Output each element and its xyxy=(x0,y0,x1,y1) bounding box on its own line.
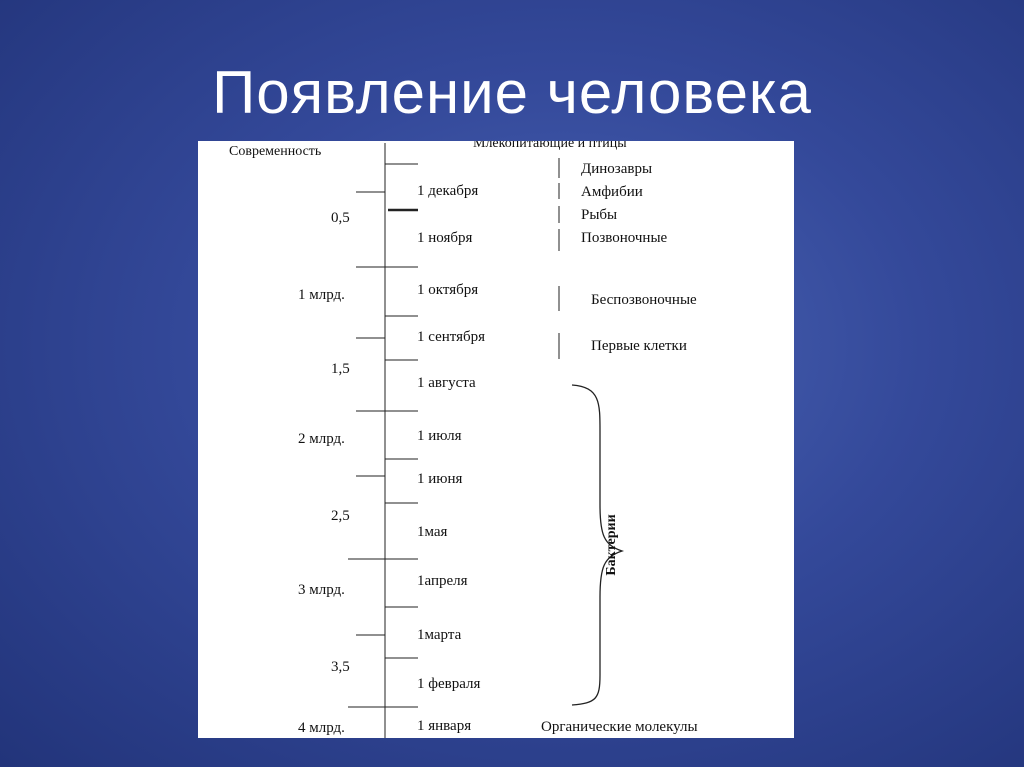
life-form-label: Млекопитающие и птицы xyxy=(473,141,627,151)
month-label: 1 июля xyxy=(417,428,462,444)
month-label: 1апреля xyxy=(417,573,468,589)
month-label: 1 декабря xyxy=(417,183,479,199)
billion-label: 1 млрд. xyxy=(298,287,345,303)
life-form-label: Динозавры xyxy=(581,161,653,177)
billion-label: 4 млрд. xyxy=(298,720,345,736)
life-form-label: Рыбы xyxy=(581,207,618,223)
month-label: 1 августа xyxy=(417,375,476,391)
present-label: Современность xyxy=(229,144,322,159)
billion-label: 1,5 xyxy=(331,361,350,377)
life-form-label: Органические молекулы xyxy=(541,719,698,735)
billion-label: 0,5 xyxy=(331,210,350,226)
timeline-lines xyxy=(348,143,625,738)
life-form-label: Первые клетки xyxy=(591,338,687,354)
billion-label: 2 млрд. xyxy=(298,431,345,447)
month-label: 1марта xyxy=(417,627,462,643)
month-label: 1 сентября xyxy=(417,329,486,345)
billion-label: 2,5 xyxy=(331,508,350,524)
slide-title: Появление человека xyxy=(212,59,812,126)
month-label: 1 ноября xyxy=(417,230,473,246)
month-label: 1 января xyxy=(417,718,472,734)
life-form-label: Позвоночные xyxy=(581,230,668,246)
life-form-label: Амфибии xyxy=(581,184,643,200)
life-form-label: Беспозвоночные xyxy=(591,292,697,308)
month-label: 1 февраля xyxy=(417,676,481,692)
month-label: 1 июня xyxy=(417,471,463,487)
bacteria-label: Бактерии xyxy=(604,514,619,576)
timeline-figure: Современность 0,5 1 млрд. 1,5 2 млрд. 2,… xyxy=(198,141,794,738)
billion-label: 3,5 xyxy=(331,659,350,675)
month-label: 1 октября xyxy=(417,282,479,298)
billion-label: 3 млрд. xyxy=(298,582,345,598)
bacteria-brace xyxy=(571,384,625,706)
month-label: 1мая xyxy=(417,524,448,540)
